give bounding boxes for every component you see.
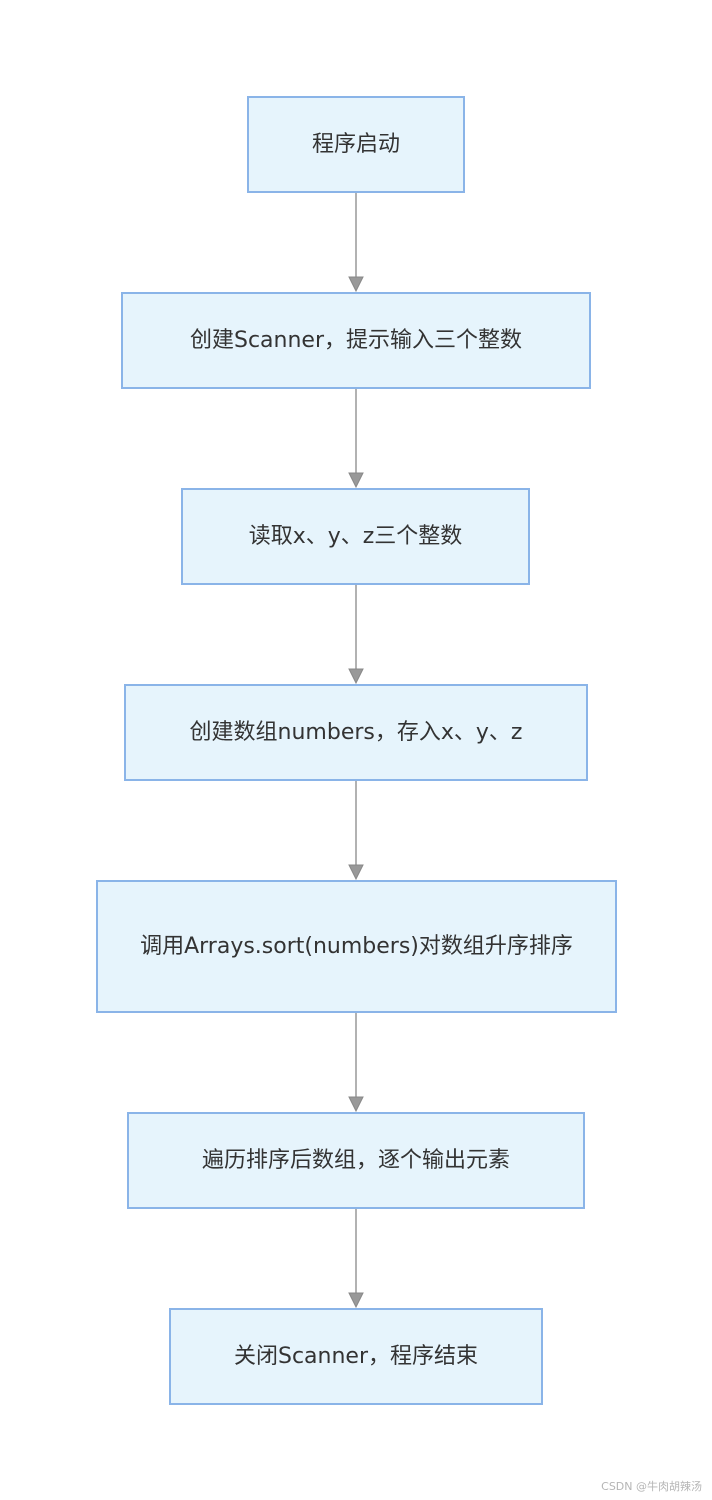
node-label: 创建Scanner，提示输入三个整数 — [189, 327, 522, 353]
flow-node-program-start: 程序启动 — [247, 96, 465, 193]
node-label: 程序启动 — [311, 131, 400, 157]
arrowhead-icon — [348, 1096, 364, 1113]
node-label: 遍历排序后数组，逐个输出元素 — [201, 1147, 510, 1173]
node-label: 读取x、y、z三个整数 — [248, 523, 463, 549]
watermark: CSDN @牛肉胡辣汤 — [601, 1480, 702, 1493]
node-label: 关闭Scanner，程序结束 — [233, 1343, 478, 1369]
arrowhead-icon — [348, 1292, 364, 1309]
flow-node-program-end: 关闭Scanner，程序结束 — [169, 1308, 543, 1405]
node-label: 创建数组numbers，存入x、y、z — [189, 719, 523, 745]
flow-node-read-integers: 读取x、y、z三个整数 — [181, 488, 530, 585]
flow-node-sort-array: 调用Arrays.sort(numbers)对数组升序排序 — [96, 880, 617, 1013]
flow-node-create-scanner: 创建Scanner，提示输入三个整数 — [121, 292, 591, 389]
arrowhead-icon — [348, 472, 364, 489]
arrowhead-icon — [348, 276, 364, 293]
arrowhead-icon — [348, 864, 364, 881]
node-label: 调用Arrays.sort(numbers)对数组升序排序 — [140, 933, 573, 959]
flow-node-print-elements: 遍历排序后数组，逐个输出元素 — [127, 1112, 585, 1209]
arrowhead-icon — [348, 668, 364, 685]
flow-node-create-array: 创建数组numbers，存入x、y、z — [124, 684, 588, 781]
